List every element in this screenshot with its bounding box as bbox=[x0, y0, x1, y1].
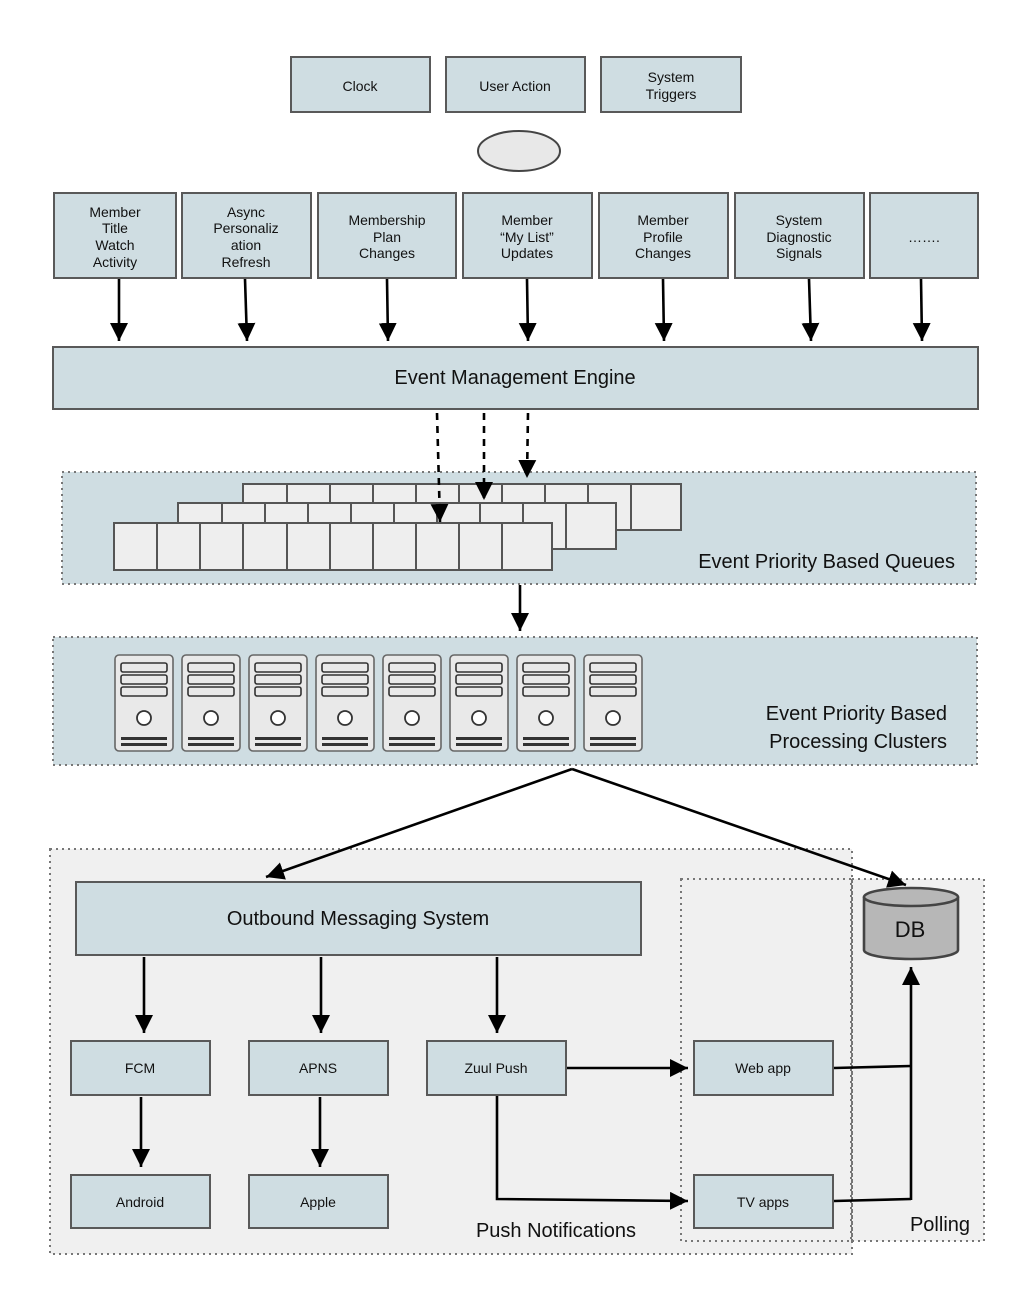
engine-to-queue-arrows bbox=[430, 412, 537, 523]
server-icon bbox=[583, 654, 643, 752]
apns-box: APNS bbox=[248, 1040, 389, 1096]
apns-label: APNS bbox=[299, 1060, 337, 1076]
arrow bbox=[518, 278, 537, 342]
event-source-label: Member bbox=[637, 212, 689, 228]
event-source-label: Plan bbox=[373, 229, 401, 245]
event-source-label: Profile bbox=[643, 229, 683, 245]
webapp-poll-line bbox=[833, 1064, 912, 1070]
event-source-membership-plan: Membership Plan Changes bbox=[317, 192, 457, 279]
event-source-diagnostic-signals: System Diagnostic Signals bbox=[734, 192, 865, 279]
queues-region: Event Priority Based Queues bbox=[61, 471, 977, 585]
event-source-label: System bbox=[776, 212, 823, 228]
event-source-label: Diagnostic bbox=[766, 229, 831, 245]
arrow bbox=[237, 278, 256, 342]
event-source-label: ation bbox=[231, 237, 261, 253]
zuul-push-box: Zuul Push bbox=[426, 1040, 567, 1096]
cluster-to-outbound-arrow bbox=[265, 767, 573, 880]
arrow bbox=[654, 278, 673, 342]
engine-label: Event Management Engine bbox=[394, 367, 635, 389]
event-source-label: Member bbox=[501, 212, 553, 228]
web-app-label: Web app bbox=[735, 1060, 791, 1076]
clusters-label-line1: Event Priority Based bbox=[766, 703, 947, 725]
server-icon bbox=[449, 654, 509, 752]
event-source-label: Updates bbox=[501, 245, 553, 261]
event-source-label: Signals bbox=[776, 245, 822, 261]
db-cylinder: DB bbox=[862, 886, 960, 961]
event-source-label: Activity bbox=[93, 254, 137, 270]
clusters-region: Event Priority Based Processing Clusters bbox=[52, 636, 978, 766]
event-source-label: Refresh bbox=[221, 254, 270, 270]
android-box: Android bbox=[70, 1174, 211, 1229]
apple-label: Apple bbox=[300, 1194, 336, 1210]
push-notifications-label: Push Notifications bbox=[476, 1220, 636, 1242]
trigger-user-action-label: User Action bbox=[479, 78, 551, 94]
server-icon bbox=[516, 654, 576, 752]
zuul-to-tvapps-arrow bbox=[495, 1096, 689, 1210]
tv-apps-box: TV apps bbox=[693, 1174, 834, 1229]
source-to-engine-arrows bbox=[110, 278, 931, 342]
apple-box: Apple bbox=[248, 1174, 389, 1229]
trigger-user-action: User Action bbox=[445, 56, 586, 113]
trigger-clock-label: Clock bbox=[342, 78, 378, 94]
event-source-label: Changes bbox=[635, 245, 691, 261]
event-source-my-list: Member “My List” Updates bbox=[462, 192, 593, 279]
event-source-profile-changes: Member Profile Changes bbox=[598, 192, 729, 279]
event-source-label: Personaliz bbox=[213, 220, 278, 236]
event-source-label: Title bbox=[102, 220, 128, 236]
event-source-label: ……. bbox=[908, 229, 940, 245]
android-label: Android bbox=[116, 1194, 164, 1210]
server-icon bbox=[315, 654, 375, 752]
event-source-more: ……. bbox=[869, 192, 979, 279]
event-source-personalization-refresh: Async Personaliz ation Refresh bbox=[181, 192, 312, 279]
dashed-arrow bbox=[430, 412, 449, 523]
server-icon bbox=[248, 654, 308, 752]
event-source-label: Membership bbox=[348, 212, 425, 228]
tv-apps-label: TV apps bbox=[737, 1194, 789, 1210]
fcm-label: FCM bbox=[125, 1060, 155, 1076]
db-label: DB bbox=[895, 917, 926, 942]
queues-label: Event Priority Based Queues bbox=[698, 551, 955, 573]
event-source-label: Changes bbox=[359, 245, 415, 261]
arrow bbox=[801, 278, 820, 342]
zuul-label: Zuul Push bbox=[464, 1060, 527, 1076]
event-management-engine: Event Management Engine bbox=[52, 346, 979, 410]
dashed-arrow bbox=[518, 412, 537, 479]
polling-label: Polling bbox=[910, 1214, 970, 1236]
arrow bbox=[912, 278, 931, 342]
outbound-label: Outbound Messaging System bbox=[227, 908, 489, 930]
event-source-label: Member bbox=[89, 204, 141, 220]
fcm-box: FCM bbox=[70, 1040, 211, 1096]
server-icon bbox=[181, 654, 241, 752]
clusters-label-line2: Processing Clusters bbox=[769, 731, 947, 753]
outbound-messaging-system: Outbound Messaging System bbox=[75, 881, 642, 956]
event-source-label: Async bbox=[227, 204, 265, 220]
event-source-watch-activity: Member Title Watch Activity bbox=[53, 192, 177, 279]
web-app-box: Web app bbox=[693, 1040, 834, 1096]
cluster-to-db-arrow bbox=[571, 767, 907, 888]
event-source-label: Watch bbox=[95, 237, 134, 253]
tvapps-poll-line bbox=[833, 1197, 912, 1203]
queue-row-front bbox=[113, 522, 553, 571]
arrow bbox=[378, 278, 397, 342]
server-icon bbox=[382, 654, 442, 752]
trigger-system-triggers: System Triggers bbox=[600, 56, 742, 113]
trigger-connector-ellipse bbox=[477, 130, 561, 172]
server-icon bbox=[114, 654, 174, 752]
event-source-label: “My List” bbox=[500, 229, 554, 245]
trigger-system-label-line2: Triggers bbox=[646, 86, 697, 102]
trigger-clock: Clock bbox=[290, 56, 431, 113]
trigger-system-label-line1: System bbox=[648, 69, 695, 85]
